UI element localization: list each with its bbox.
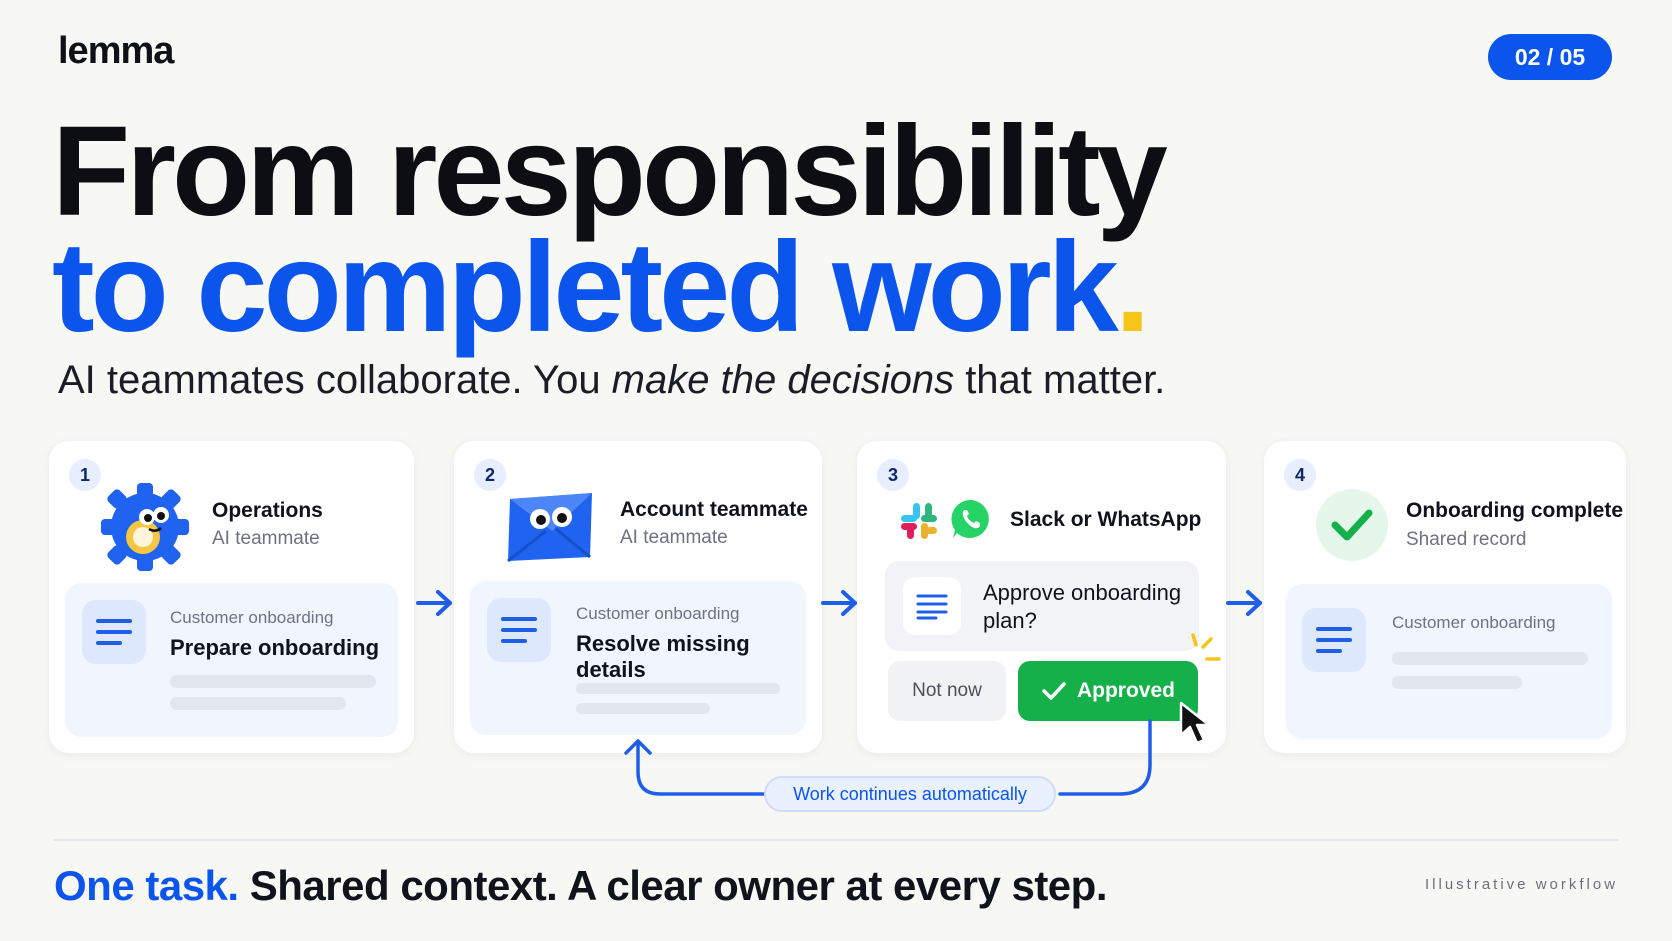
check-icon: [1042, 682, 1066, 700]
brand-logo: lemma: [58, 30, 174, 72]
document-icon: [903, 577, 961, 635]
step-card-operations: 1 Operations AI teammate: [49, 441, 414, 753]
document-icon: [1302, 608, 1366, 672]
step-subtitle: Shared record: [1406, 529, 1527, 550]
placeholder-bar: [1392, 676, 1522, 689]
divider: [54, 839, 1618, 841]
task-label: Customer onboarding: [576, 604, 740, 623]
step-card-account-teammate: 2 Account teammate AI teammate Customer …: [454, 441, 822, 753]
approval-request: Approve onboarding plan?: [885, 561, 1199, 651]
task-label: Customer onboarding: [1392, 613, 1556, 632]
subtitle-part-2: that matter.: [954, 358, 1166, 402]
step-number: 4: [1284, 459, 1316, 491]
cursor-icon: [1179, 701, 1211, 745]
document-icon: [487, 598, 551, 662]
step-title: Onboarding complete: [1406, 499, 1624, 522]
step-card-approval: 3 Slack or WhatsApp Approve onboarding p…: [857, 441, 1226, 753]
arrow-right-icon: [1226, 590, 1262, 616]
click-sparkle-icon: [1191, 633, 1221, 661]
approved-button[interactable]: Approved: [1018, 661, 1198, 721]
task-title: Resolve missing details: [576, 631, 750, 682]
loop-label: Work continues automatically: [764, 776, 1056, 812]
step-title: Operations: [212, 499, 323, 522]
task-card: Customer onboarding Resolve missing deta…: [470, 581, 806, 735]
envelope-mascot-icon: [500, 481, 600, 571]
gear-mascot-icon: [97, 477, 193, 573]
placeholder-bar: [576, 683, 780, 694]
headline-line-1: From responsibility: [52, 100, 1168, 243]
step-subtitle: AI teammate: [620, 527, 728, 548]
placeholder-bar: [170, 697, 346, 710]
slack-icon: [899, 501, 939, 541]
step-title: Account teammate: [620, 498, 808, 521]
step-subtitle: AI teammate: [212, 528, 320, 549]
not-now-button[interactable]: Not now: [888, 661, 1006, 721]
task-title: Prepare onboarding: [170, 635, 380, 660]
step-number: 3: [877, 459, 909, 491]
loop-connector: [624, 719, 1152, 796]
placeholder-bar: [1392, 652, 1588, 665]
arrow-right-icon: [416, 590, 452, 616]
tagline: One task. Shared context. A clear owner …: [54, 862, 1108, 910]
check-circle-icon: [1316, 489, 1388, 561]
task-card: Customer onboarding: [1286, 584, 1612, 739]
tagline-rest: Shared context. A clear owner at every s…: [238, 862, 1108, 909]
placeholder-bar: [576, 703, 710, 714]
subtitle-emphasis: make the decisions: [611, 358, 955, 402]
step-number: 2: [474, 459, 506, 491]
headline-dot: .: [1114, 216, 1151, 359]
headline-line-2: to completed work.: [52, 214, 1151, 361]
task-card: Customer onboarding Prepare onboarding: [65, 583, 398, 737]
step-card-onboarding-complete: 4 Onboarding complete Shared record Cust…: [1264, 441, 1626, 753]
footnote: Illustrative workflow: [1425, 876, 1619, 893]
approval-question: Approve onboarding plan?: [983, 580, 1182, 633]
placeholder-bar: [170, 675, 376, 688]
whatsapp-icon: [949, 497, 993, 541]
subtitle: AI teammates collaborate. You make the d…: [58, 358, 1165, 403]
tagline-highlight: One task.: [54, 862, 239, 909]
document-icon: [82, 600, 146, 664]
step-number: 1: [69, 459, 101, 491]
step-title: Slack or WhatsApp: [1010, 508, 1202, 531]
approved-label: Approved: [1076, 679, 1175, 702]
subtitle-part-1: AI teammates collaborate. You: [58, 358, 612, 402]
page-indicator: 02 / 05: [1488, 34, 1612, 80]
task-label: Customer onboarding: [170, 608, 334, 627]
headline-line-2-text: to completed work: [52, 216, 1119, 359]
arrow-right-icon: [821, 590, 857, 616]
